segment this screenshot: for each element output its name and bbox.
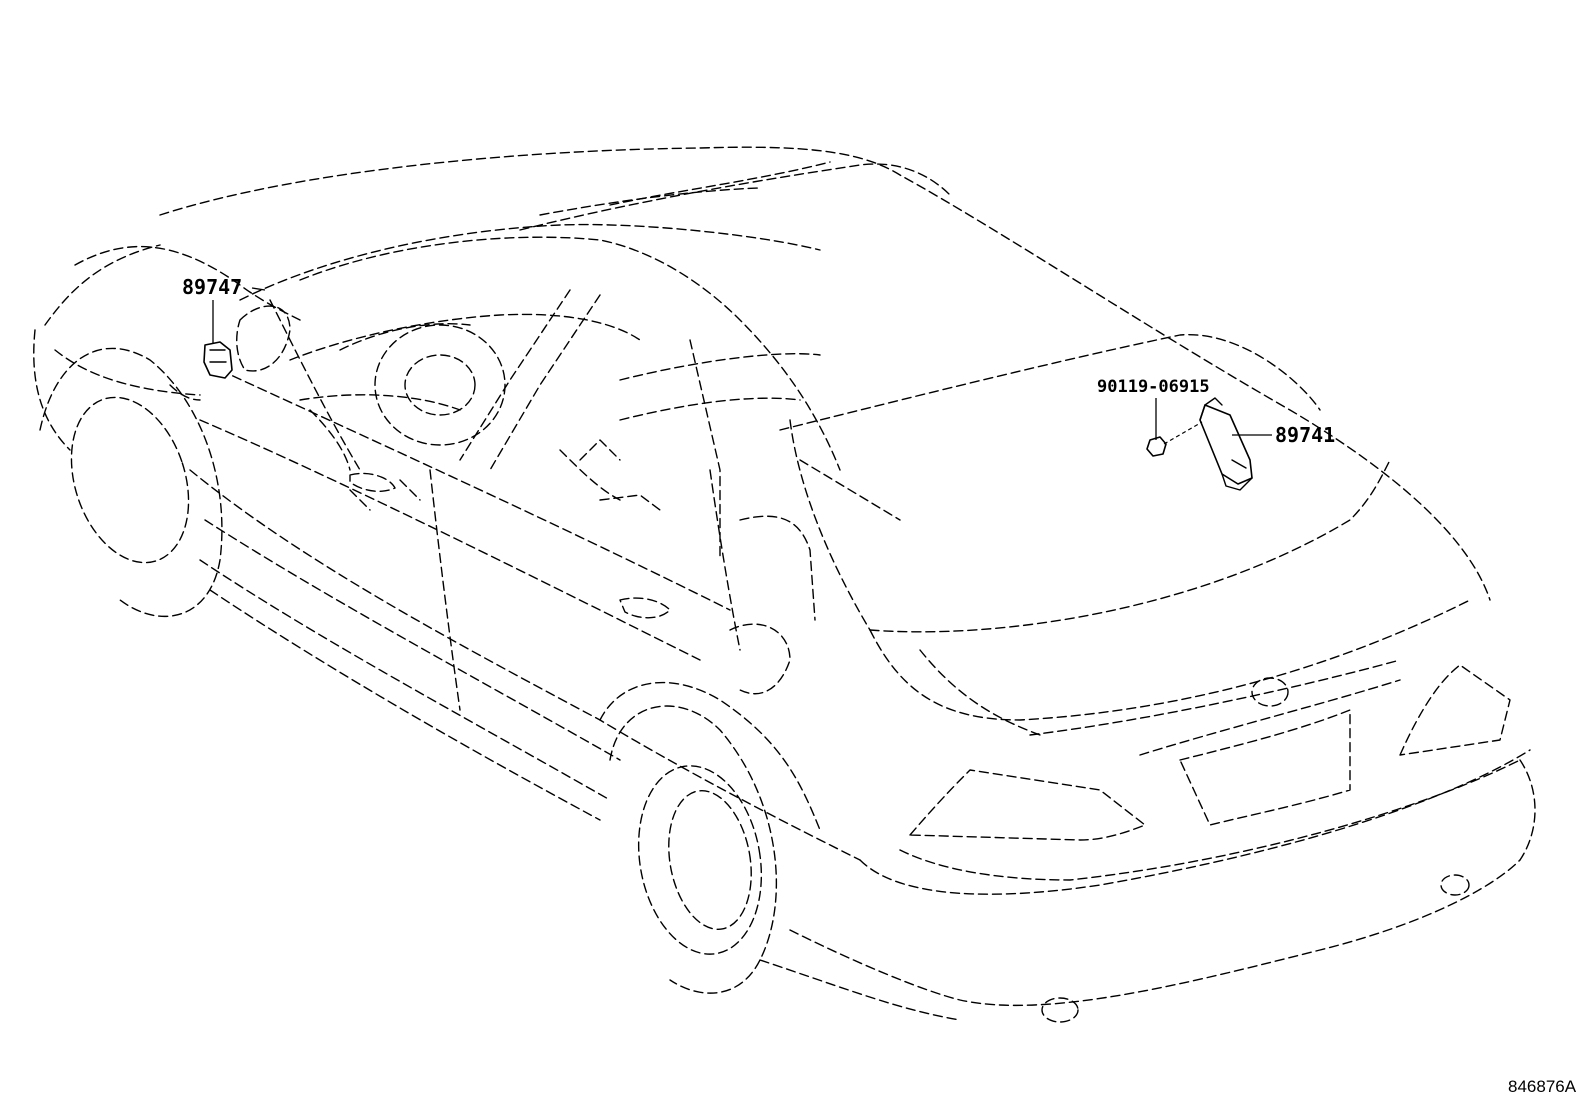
callout-89741: 89741 (1275, 423, 1335, 447)
module-part-89741 (1199, 397, 1253, 491)
car-body-outline (33, 146, 1536, 1023)
sensor-part-89747 (203, 341, 233, 379)
callout-89747: 89747 (182, 275, 242, 299)
bolt-to-module-line (1163, 421, 1203, 445)
bolt-part-90119-06915 (1146, 436, 1167, 457)
callout-90119-06915: 90119-06915 (1097, 377, 1210, 397)
leader-89747-arrow (251, 287, 266, 291)
drawing-reference-number: 846876A (1508, 1077, 1577, 1096)
